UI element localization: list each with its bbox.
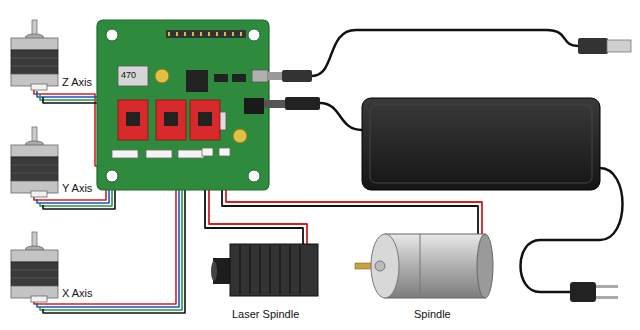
axis-label: X Axis <box>62 287 93 299</box>
axis-label: Z Axis <box>62 76 92 88</box>
component-value: 470 <box>121 71 136 81</box>
part-label: Laser Spindle <box>232 308 299 320</box>
part-label: Spindle <box>414 308 451 320</box>
axis-label: Y Axis <box>62 182 92 194</box>
